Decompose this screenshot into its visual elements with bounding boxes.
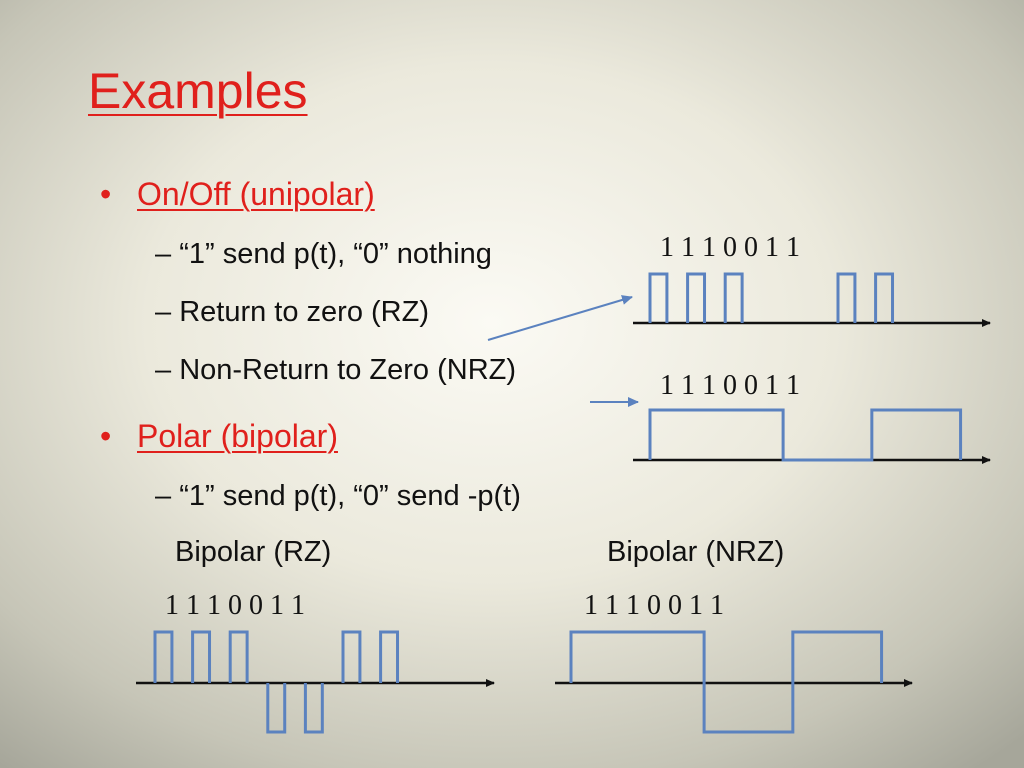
bits-bipolar-nrz: 1 1 1 0 0 1 1 (584, 590, 724, 621)
rz-pulse (648, 272, 669, 323)
rz-pulse (228, 630, 249, 683)
bullet-label: On/Off (unipolar) (137, 176, 375, 212)
rz-pulse (153, 630, 174, 683)
dash-glyph: – (155, 238, 172, 270)
subitem-unipolar-send: – “1” send p(t), “0” nothing (155, 238, 492, 271)
subitem-text: “1” send p(t), “0” nothing (179, 238, 492, 270)
pointer-arrow-rz (487, 295, 633, 341)
waveform-unipolar-rz (648, 272, 895, 323)
nrz-signal (648, 408, 963, 462)
caption-bipolar-nrz: Bipolar (NRZ) (607, 536, 785, 568)
rz-pulse (266, 683, 287, 734)
rz-pulse (723, 272, 744, 323)
bits-bipolar-rz: 1 1 1 0 0 1 1 (165, 590, 305, 621)
rz-pulse (379, 630, 400, 683)
rz-pulse (341, 630, 362, 683)
waveform-bipolar-rz (153, 630, 400, 734)
subitem-nrz: – Non-Return to Zero (NRZ) (155, 354, 516, 387)
subitem-rz: – Return to zero (RZ) (155, 296, 429, 329)
caption-bipolar-rz: Bipolar (RZ) (175, 536, 332, 568)
subitem-text: Non-Return to Zero (NRZ) (179, 354, 517, 386)
nrz-signal (569, 630, 884, 734)
rz-pulse (874, 272, 895, 323)
dash-glyph: – (155, 296, 172, 328)
bullet-label: Polar (bipolar) (137, 418, 338, 454)
slide-title: Examples (88, 63, 308, 119)
waveform-unipolar-nrz (648, 408, 963, 462)
rz-pulse (303, 683, 324, 734)
bullet-dot: • (100, 176, 112, 212)
subitem-text: Return to zero (RZ) (179, 296, 429, 328)
subitem-bipolar-send: – “1” send p(t), “0” send -p(t) (155, 480, 521, 513)
subitem-text: “1” send p(t), “0” send -p(t) (179, 480, 521, 512)
dash-glyph: – (155, 354, 172, 386)
waveform-bipolar-nrz (569, 630, 884, 734)
dash-glyph: – (155, 480, 172, 512)
rz-pulse (686, 272, 707, 323)
bits-unipolar-rz: 1 1 1 0 0 1 1 (660, 232, 800, 263)
bullet-dot: • (100, 418, 112, 454)
rz-pulse (191, 630, 212, 683)
bits-unipolar-nrz: 1 1 1 0 0 1 1 (660, 370, 800, 401)
rz-pulse (836, 272, 857, 323)
